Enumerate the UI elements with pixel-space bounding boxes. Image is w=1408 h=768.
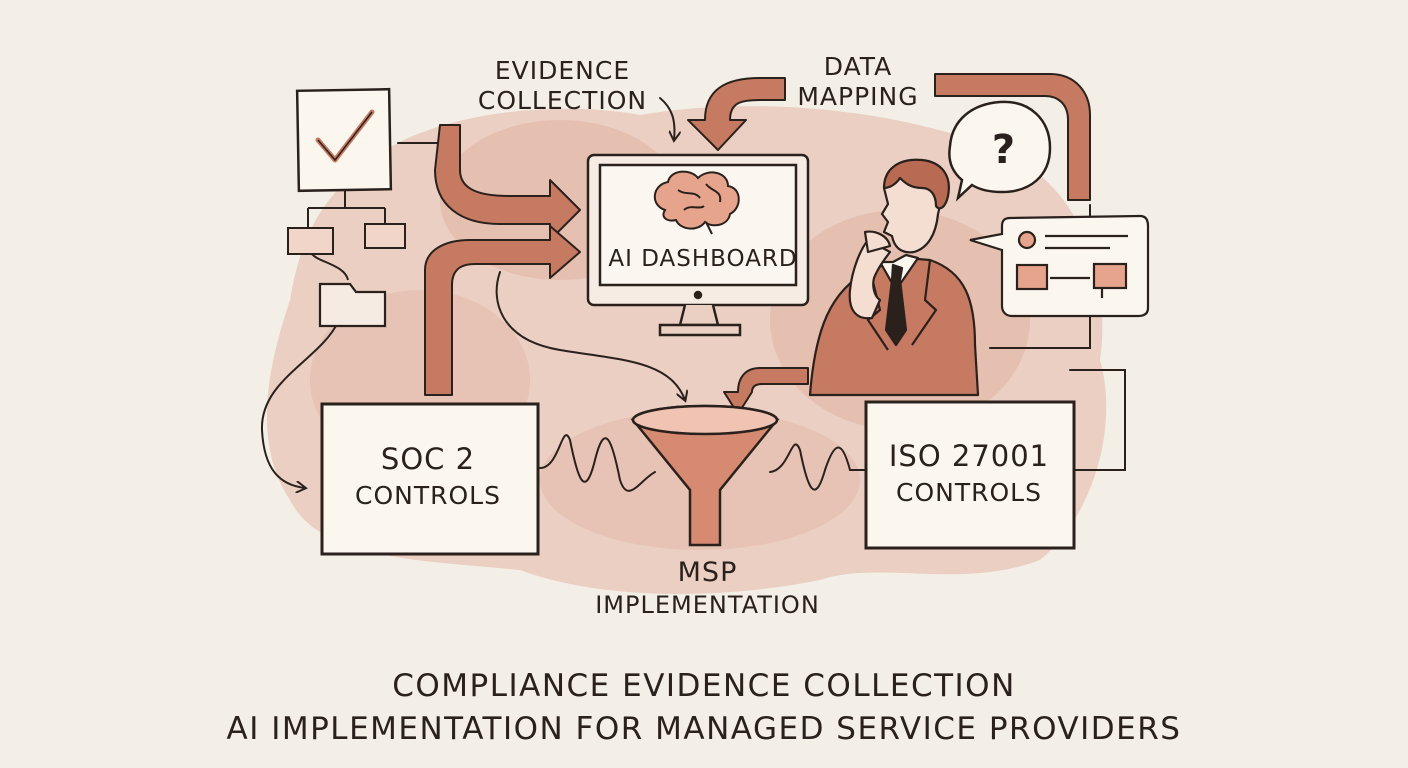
- arrow-soc-to-dashboard: [424, 225, 581, 396]
- speech-bubble-icon: [948, 100, 1052, 202]
- arrow-evidence-to-dashboard: [434, 124, 581, 241]
- businessman-icon: [808, 158, 980, 397]
- ai-dashboard-label: AI Dashboard: [608, 246, 798, 272]
- connector-lines: [260, 97, 1126, 491]
- title-line1: Compliance Evidence Collection: [392, 668, 1016, 704]
- iso-label-line1: ISO 27001: [888, 439, 1050, 473]
- msp-label-line1: MSP: [677, 557, 738, 588]
- chat-card-icon: [969, 214, 1150, 318]
- title-line2: AI Implementation for Managed Service Pr…: [226, 710, 1182, 747]
- brain-icon: [653, 170, 740, 235]
- evidence-label-line2: Collection: [477, 86, 648, 115]
- diagram-title: Compliance Evidence Collection AI Implem…: [150, 665, 1258, 751]
- question-mark: ?: [991, 127, 1017, 173]
- evidence-label-line1: Evidence: [494, 56, 631, 85]
- monitor-icon: [586, 153, 810, 337]
- iso-controls-box-shape: [864, 400, 1076, 550]
- folder-icon: [318, 282, 387, 328]
- arrow-pipe-right: [934, 73, 1091, 201]
- iso-label-line2: Controls: [896, 478, 1042, 508]
- soc-label-line2: Controls: [355, 481, 501, 511]
- iso-controls-box: ISO 27001 Controls: [866, 437, 1072, 510]
- arrow-mapping-to-dashboard: [687, 77, 786, 151]
- pipe-arrows: [424, 73, 1091, 415]
- mapping-label-line2: Mapping: [797, 82, 919, 111]
- soc-controls-box: SOC 2 Controls: [322, 440, 534, 513]
- msp-label-line2: Implementation: [595, 590, 820, 619]
- mapping-label-line1: Data: [823, 52, 893, 81]
- funnel-icon: [630, 404, 780, 547]
- data-mapping-label: Data Mapping: [778, 52, 938, 112]
- soc-label-line1: SOC 2: [380, 442, 476, 476]
- checklist-icon: [295, 87, 393, 193]
- soc-controls-box-shape: [320, 402, 540, 556]
- evidence-collection-label: Evidence Collection: [470, 56, 655, 116]
- msp-implementation-label: MSP Implementation: [575, 556, 840, 620]
- flowchart-icon: [287, 190, 406, 281]
